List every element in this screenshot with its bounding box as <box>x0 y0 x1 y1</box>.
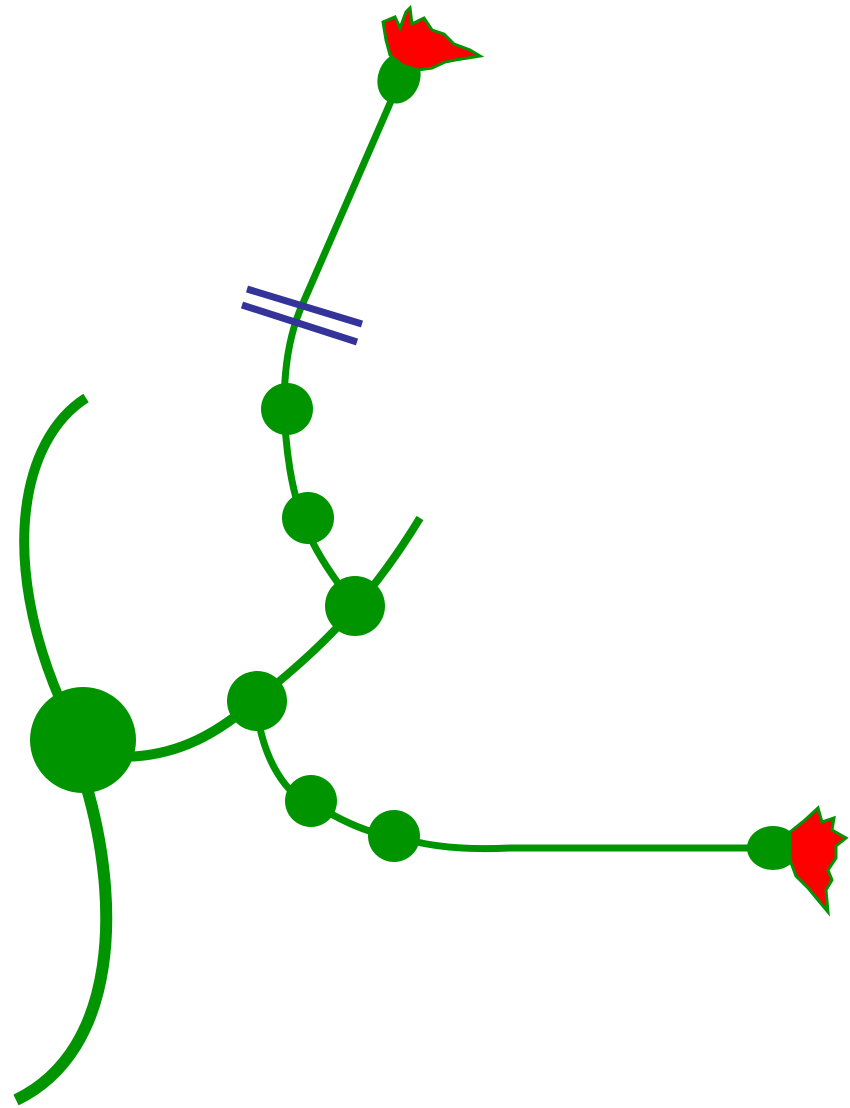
upper-left-stem <box>24 398 86 700</box>
right-arm-stem <box>256 700 770 849</box>
stems-group <box>16 85 770 1100</box>
lower-stem <box>16 785 106 1100</box>
flower-right <box>747 808 846 912</box>
stem-node-1 <box>282 492 334 544</box>
stem-node-2 <box>261 383 313 435</box>
arm-node-2 <box>368 810 420 862</box>
fork-node <box>227 671 287 731</box>
flower-top <box>370 8 480 110</box>
petals-right <box>790 808 846 912</box>
nodes-group <box>30 383 420 862</box>
large-node <box>30 687 136 793</box>
petals-top <box>383 8 480 70</box>
arm-node-1 <box>285 775 337 827</box>
upper-fork-node <box>325 576 385 636</box>
